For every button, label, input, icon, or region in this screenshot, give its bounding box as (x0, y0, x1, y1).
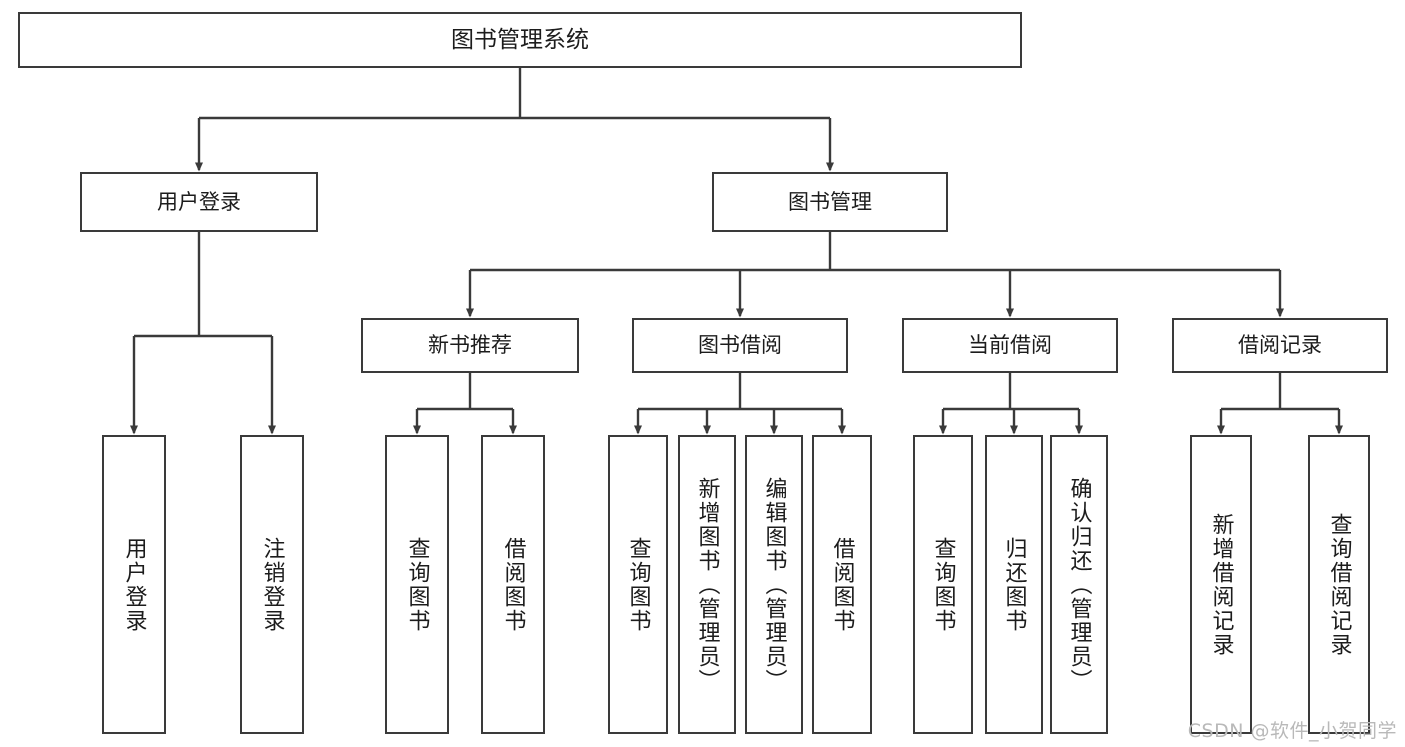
leaf-logout-label: 注销登录 (259, 536, 285, 633)
node-book-manage-label: 图书管理 (788, 189, 872, 214)
leaf-add-book[interactable]: 新增图书（管理员） (678, 435, 736, 734)
node-borrow-record-label: 借阅记录 (1238, 333, 1322, 358)
leaf-inner: 编辑图书（管理员） (747, 437, 801, 732)
node-book-borrow-label: 图书借阅 (698, 333, 782, 358)
node-root-label: 图书管理系统 (451, 26, 589, 53)
leaf-inner: 确认归还（管理员） (1052, 437, 1106, 732)
leaf-return-book[interactable]: 归还图书 (985, 435, 1043, 734)
leaf-logout[interactable]: 注销登录 (240, 435, 304, 734)
leaf-inner: 归还图书 (987, 437, 1041, 732)
node-new-book-recommend-label: 新书推荐 (428, 333, 512, 358)
leaf-user-login[interactable]: 用户登录 (102, 435, 166, 734)
leaf-query-borrow-record-label: 查询借阅记录 (1326, 512, 1352, 657)
leaf-query-book-3[interactable]: 查询图书 (913, 435, 973, 734)
leaf-inner: 新增图书（管理员） (680, 437, 734, 732)
leaf-edit-book-label: 编辑图书（管理员） (761, 476, 787, 693)
leaf-inner: 查询借阅记录 (1310, 437, 1368, 732)
leaf-inner: 新增借阅记录 (1192, 437, 1250, 732)
node-current-borrow[interactable]: 当前借阅 (902, 318, 1118, 373)
leaf-return-book-label: 归还图书 (1001, 536, 1027, 633)
leaf-inner: 查询图书 (915, 437, 971, 732)
node-user-login-label: 用户登录 (157, 189, 241, 214)
leaf-confirm-return-label: 确认归还（管理员） (1066, 476, 1092, 693)
leaf-query-book-2-label: 查询图书 (625, 536, 651, 633)
leaf-inner: 查询图书 (387, 437, 447, 732)
node-borrow-record[interactable]: 借阅记录 (1172, 318, 1388, 373)
leaf-inner: 注销登录 (242, 437, 302, 732)
leaf-add-borrow-record-label: 新增借阅记录 (1208, 512, 1234, 657)
leaf-inner: 用户登录 (104, 437, 164, 732)
node-current-borrow-label: 当前借阅 (968, 333, 1052, 358)
leaf-add-book-label: 新增图书（管理员） (694, 476, 720, 693)
leaf-borrow-book-1-label: 借阅图书 (500, 536, 526, 633)
leaf-borrow-book-2[interactable]: 借阅图书 (812, 435, 872, 734)
leaf-confirm-return[interactable]: 确认归还（管理员） (1050, 435, 1108, 734)
leaf-inner: 查询图书 (610, 437, 666, 732)
leaf-borrow-book-1[interactable]: 借阅图书 (481, 435, 545, 734)
leaf-inner: 借阅图书 (483, 437, 543, 732)
leaf-user-login-label: 用户登录 (121, 536, 147, 633)
leaf-query-borrow-record[interactable]: 查询借阅记录 (1308, 435, 1370, 734)
node-new-book-recommend[interactable]: 新书推荐 (361, 318, 579, 373)
leaf-add-borrow-record[interactable]: 新增借阅记录 (1190, 435, 1252, 734)
leaf-query-book-1[interactable]: 查询图书 (385, 435, 449, 734)
leaf-query-book-2[interactable]: 查询图书 (608, 435, 668, 734)
leaf-edit-book[interactable]: 编辑图书（管理员） (745, 435, 803, 734)
node-book-manage[interactable]: 图书管理 (712, 172, 948, 232)
node-book-borrow[interactable]: 图书借阅 (632, 318, 848, 373)
leaf-query-book-3-label: 查询图书 (930, 536, 956, 633)
watermark: CSDN @软件_小贺同学 (1187, 720, 1397, 742)
leaf-inner: 借阅图书 (814, 437, 870, 732)
leaf-query-book-1-label: 查询图书 (404, 536, 430, 633)
node-root[interactable]: 图书管理系统 (18, 12, 1022, 68)
node-user-login[interactable]: 用户登录 (80, 172, 318, 232)
leaf-borrow-book-2-label: 借阅图书 (829, 536, 855, 633)
